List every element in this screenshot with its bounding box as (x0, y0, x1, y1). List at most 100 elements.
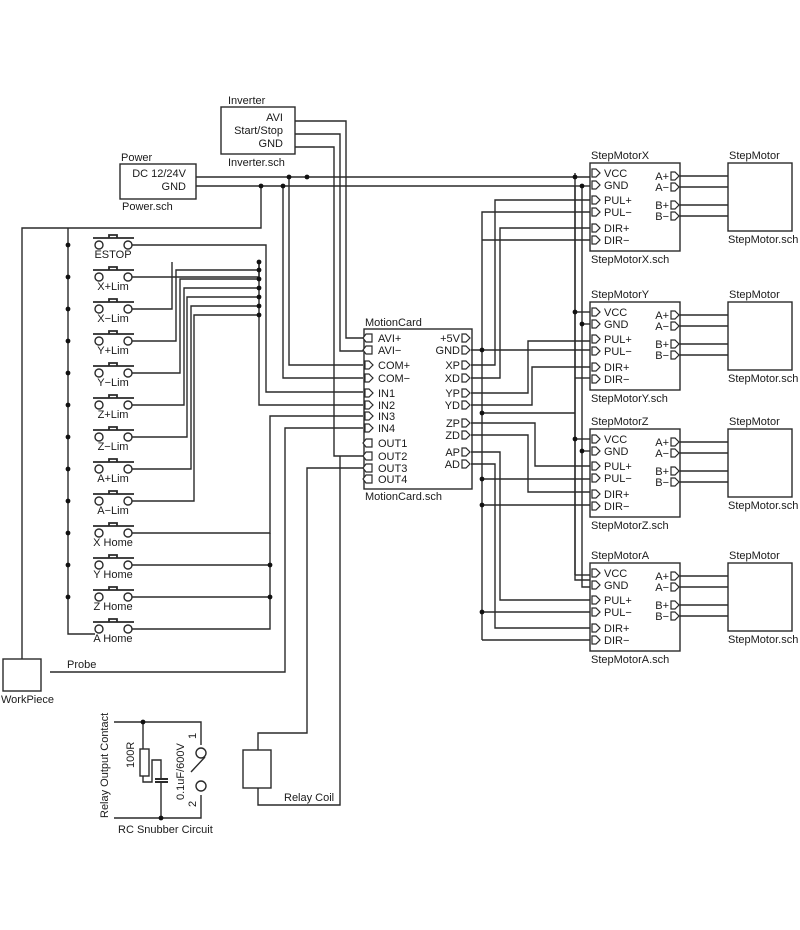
push-button-switch[interactable]: Y+Lim (93, 330, 134, 357)
motion-card-pin-right: AD (445, 459, 460, 471)
junction-dot (572, 174, 578, 180)
port-symbol (591, 374, 601, 384)
switch-label: Y+Lim (97, 345, 129, 357)
port-symbol (461, 459, 471, 469)
driver-pin-left: GND (604, 580, 629, 592)
port-symbol (591, 195, 601, 205)
driver-stepmotory[interactable]: StepMotorYVCCGNDPUL+PUL−DIR+DIR−A+A−B+B−… (589, 289, 728, 405)
driver-pin-right: B+ (655, 339, 669, 351)
push-button-switch[interactable]: A+Lim (93, 458, 134, 485)
port-symbol (591, 580, 601, 590)
push-button-switch[interactable]: Y−Lim (93, 362, 134, 389)
driver-pin-right: A− (655, 448, 669, 460)
port-symbol (591, 635, 601, 645)
port-symbol (591, 235, 601, 245)
wire (132, 305, 259, 470)
relay-coil-label: Relay Coil (284, 792, 334, 804)
wire (295, 146, 363, 457)
push-button-switch[interactable]: A−Lim (93, 490, 134, 517)
workpiece-block[interactable]: WorkPiece (1, 658, 54, 706)
switch-label: X+Lim (97, 281, 129, 293)
wire (295, 120, 363, 339)
port-symbol (670, 171, 680, 181)
motion-card-pin-right: XP (445, 360, 460, 372)
junction-dot (572, 309, 578, 315)
port-symbol (362, 333, 373, 343)
motion-card-pin-right: ZP (446, 418, 460, 430)
port-symbol (364, 423, 374, 433)
power-block[interactable]: Power DC 12/24V GND Power.sch (119, 152, 197, 213)
switch-label: A+Lim (97, 473, 129, 485)
port-symbol (670, 477, 680, 487)
port-symbol (591, 223, 601, 233)
driver-pin-left: PUL− (604, 473, 632, 485)
driver-stepmotorz[interactable]: StepMotorZVCCGNDPUL+PUL−DIR+DIR−A+A−B+B−… (589, 416, 728, 532)
port-symbol (461, 345, 471, 355)
terminal-1-label: 1 (187, 733, 199, 739)
step-motor-title: StepMotor (729, 289, 780, 301)
junction-dot (65, 274, 71, 280)
junction-dots (65, 174, 585, 615)
push-button-switch[interactable]: ESTOP (93, 234, 134, 261)
driver-pin-left: GND (604, 319, 629, 331)
port-symbol (670, 448, 680, 458)
driver-file: StepMotorZ.sch (591, 520, 669, 532)
power-title: Power (121, 152, 153, 164)
probe-label: Probe (67, 659, 96, 671)
driver-stepmotorx[interactable]: StepMotorXVCCGNDPUL+PUL−DIR+DIR−A+A−B+B−… (589, 150, 728, 266)
junction-dot (579, 321, 585, 327)
port-symbol (670, 310, 680, 320)
junction-dot (479, 609, 485, 615)
wire (581, 186, 590, 588)
wire (288, 177, 363, 366)
motion-card-pin-left: OUT3 (378, 463, 407, 475)
push-button-switch[interactable]: Z−Lim (93, 426, 134, 453)
step-motor-title: StepMotor (729, 550, 780, 562)
inverter-pin-start-stop: Start/Stop (234, 125, 283, 137)
motion-card-pin-left: IN3 (378, 411, 395, 423)
push-button-switch[interactable]: X+Lim (93, 266, 134, 293)
workpiece-label: WorkPiece (1, 694, 54, 706)
switch-label: Y−Lim (97, 377, 129, 389)
terminal-2-label: 2 (187, 801, 199, 807)
inverter-pin-avi: AVI (266, 112, 283, 124)
push-button-switch[interactable]: Z Home (93, 586, 134, 613)
switch-label: Z−Lim (98, 441, 129, 453)
inverter-block[interactable]: Inverter AVI Start/Stop GND Inverter.sch (220, 95, 296, 169)
junction-dot (256, 276, 262, 282)
junction-dot (256, 259, 262, 265)
port-symbol (591, 319, 601, 329)
port-symbol (670, 321, 680, 331)
push-button-switch[interactable]: A Home (93, 618, 134, 645)
port-symbol (591, 489, 601, 499)
motion-card-block[interactable]: MotionCard AVI+AVI−COM+COM−IN1IN2IN3IN4O… (362, 317, 473, 503)
driver-title: StepMotorX (591, 150, 650, 162)
push-button-switch[interactable]: Z+Lim (93, 394, 134, 421)
junction-dot (65, 370, 71, 376)
wire (132, 262, 260, 310)
relay-coil[interactable]: Relay Coil (242, 749, 334, 804)
inverter-file: Inverter.sch (228, 157, 285, 169)
power-pin-gnd: GND (162, 181, 187, 193)
push-button-switch[interactable]: X−Lim (93, 298, 134, 325)
push-button-switch[interactable]: X Home (93, 522, 134, 549)
motion-card-pin-right: YD (445, 400, 460, 412)
port-symbol (670, 571, 680, 581)
junction-dot (65, 242, 71, 248)
junction-dot (258, 183, 264, 189)
port-symbol (362, 438, 373, 448)
driver-stepmotora[interactable]: StepMotorAVCCGNDPUL+PUL−DIR+DIR−A+A−B+B−… (589, 550, 728, 666)
port-symbol (461, 373, 471, 383)
switch-label: Z Home (93, 601, 132, 613)
driver-pin-right: B+ (655, 466, 669, 478)
junction-dot (579, 448, 585, 454)
junction-dot (65, 306, 71, 312)
push-button-switch[interactable]: Y Home (93, 554, 134, 581)
junction-dot (572, 436, 578, 442)
resistor-label: 100R (125, 742, 137, 768)
